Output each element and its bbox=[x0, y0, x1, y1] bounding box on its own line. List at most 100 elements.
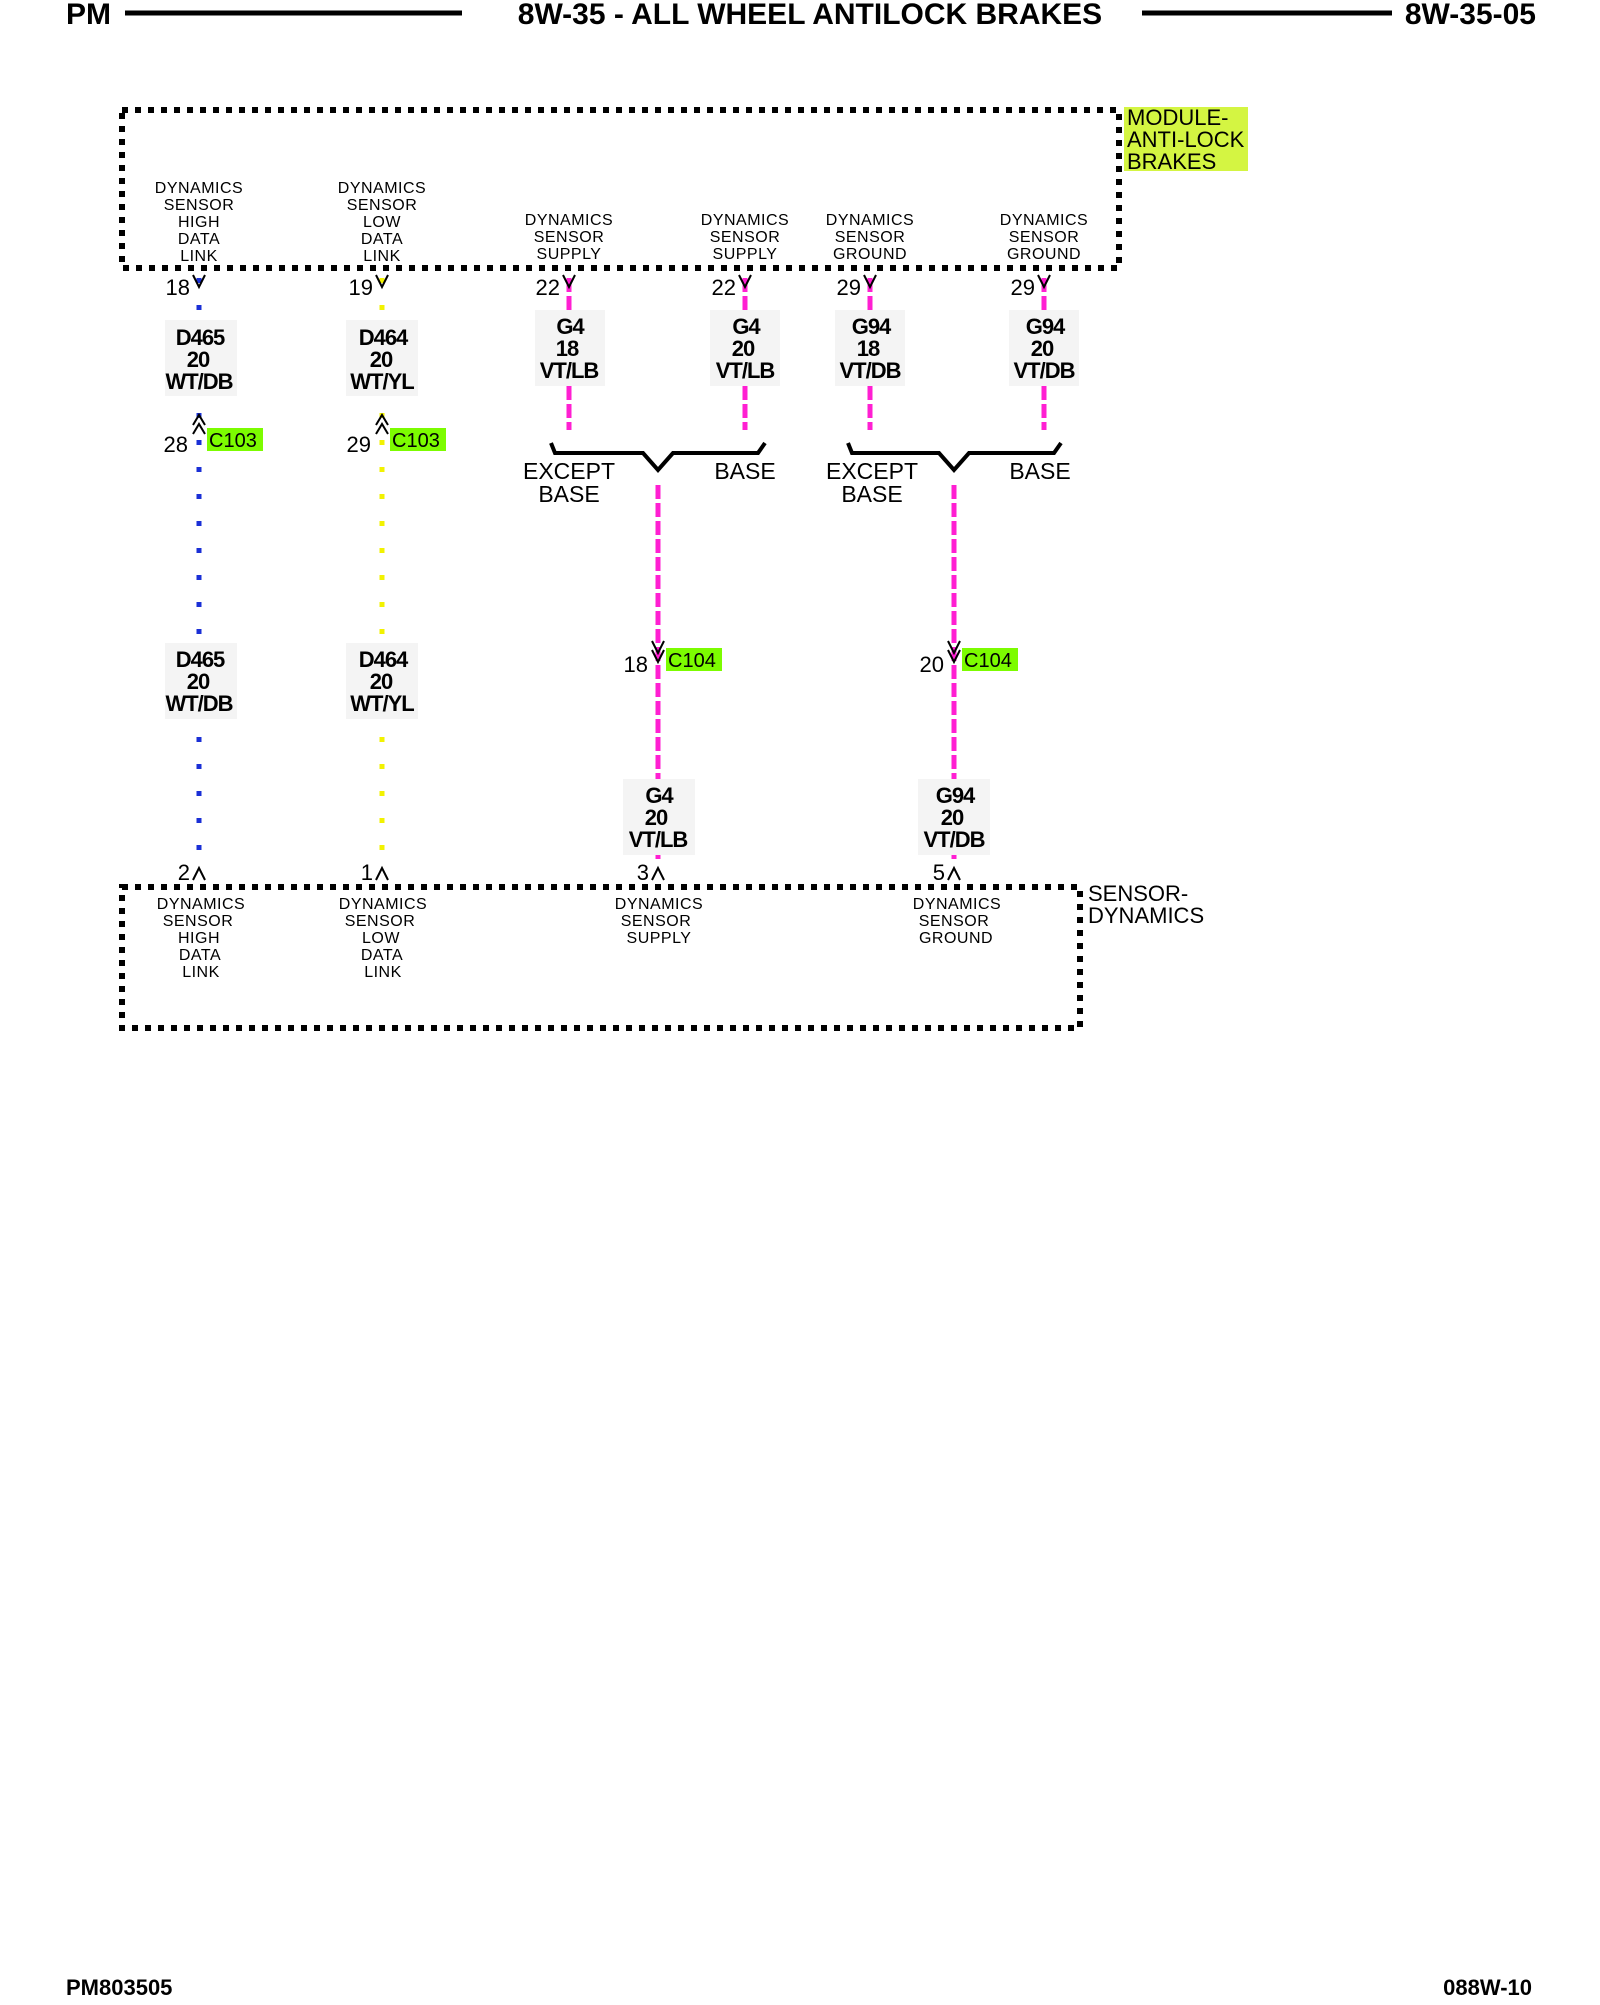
wire-gauge: 20 bbox=[941, 805, 964, 830]
connector-name: C104 bbox=[964, 650, 1012, 672]
wire-color: WT/DB bbox=[165, 369, 232, 394]
pin-label-line: SUPPLY bbox=[627, 930, 692, 947]
wire-label-bg bbox=[165, 320, 237, 396]
module-pin-29-ground-label: DYNAMICS SENSOR GROUND bbox=[826, 212, 914, 263]
wire-circuit: G94 bbox=[936, 783, 976, 808]
female-terminal-icon bbox=[192, 274, 206, 290]
wire-label-bg bbox=[535, 310, 605, 386]
wire-color: VT/DB bbox=[840, 358, 901, 383]
pin-label-line: LINK bbox=[180, 248, 218, 265]
pin-label-line: HIGH bbox=[178, 930, 220, 947]
pin-label-line: SENSOR bbox=[1009, 229, 1080, 246]
wire-label-d464-upper: D464 20 WT/YL bbox=[346, 320, 418, 396]
branch-label-base-line: BASE bbox=[538, 481, 599, 507]
pin-label-line: DYNAMICS bbox=[338, 180, 426, 197]
branch-label-base: BASE bbox=[714, 458, 775, 484]
wire-color: WT/YL bbox=[350, 369, 414, 394]
footer-page-code: 088W-10 bbox=[1443, 1975, 1532, 2000]
sensor-pin-1-label: DYNAMICS SENSOR LOW DATA LINK bbox=[339, 896, 427, 981]
module-name-line-3: BRAKES bbox=[1127, 149, 1216, 174]
connector-highlight bbox=[207, 428, 263, 451]
brace-icon bbox=[846, 441, 1063, 474]
sensor-name-line-2: DYNAMICS bbox=[1088, 903, 1204, 928]
wire-label-d465-lower: D465 20 WT/DB bbox=[165, 643, 237, 719]
wire-label-bg bbox=[346, 320, 418, 396]
pin-label-line: SENSOR bbox=[919, 913, 990, 930]
wire-gauge: 20 bbox=[645, 805, 668, 830]
pin-label-line: DYNAMICS bbox=[913, 896, 1001, 913]
connector-terminal-icon bbox=[947, 649, 961, 665]
pin-label-line: SENSOR bbox=[835, 229, 906, 246]
wire-circuit: G4 bbox=[732, 314, 761, 339]
module-pin-labels: DYNAMICS SENSOR HIGH DATA LINK DYNAMICS … bbox=[155, 180, 1088, 265]
branch-label-except: EXCEPT bbox=[826, 458, 918, 484]
header-left: PM bbox=[66, 0, 111, 31]
wire-label-bg bbox=[165, 643, 237, 719]
connector-highlight bbox=[962, 648, 1018, 671]
branch-brace-g4: EXCEPT BASE BASE bbox=[523, 441, 776, 507]
footer-figure-id: PM803505 bbox=[66, 1975, 172, 2000]
wire-gauge: 20 bbox=[370, 347, 393, 372]
wire-color: VT/LB bbox=[629, 827, 688, 852]
wire-label-bg bbox=[710, 310, 780, 386]
connector-c103-pin-29[interactable]: 29 C103 bbox=[347, 413, 446, 457]
page-footer: PM803505 088W-10 bbox=[66, 1975, 1532, 2000]
pin-label-line: SENSOR bbox=[163, 913, 234, 930]
page-title: 8W-35 - ALL WHEEL ANTILOCK BRAKES bbox=[518, 0, 1102, 31]
pin-label-line: LINK bbox=[182, 964, 220, 981]
wire-label-g94-18: G94 18 VT/DB bbox=[835, 310, 905, 386]
module-pin-number: 22 bbox=[536, 275, 560, 300]
wire-color: VT/DB bbox=[1014, 358, 1075, 383]
wire-circuit: D465 bbox=[176, 325, 225, 350]
wire-circuit: D465 bbox=[176, 647, 225, 672]
wire-color: VT/LB bbox=[540, 358, 599, 383]
female-terminal-icon bbox=[375, 274, 389, 290]
module-pin-number: 19 bbox=[349, 275, 373, 300]
wires bbox=[196, 278, 1047, 860]
pin-label-line: SUPPLY bbox=[537, 246, 602, 263]
module-pin-29-ground-base-label: DYNAMICS SENSOR GROUND bbox=[1000, 212, 1088, 263]
wire-label-bg bbox=[835, 310, 905, 386]
connector-name: C103 bbox=[209, 430, 257, 452]
connector-pin-number: 18 bbox=[624, 652, 648, 677]
wire-color: VT/LB bbox=[716, 358, 775, 383]
page-header: PM 8W-35 - ALL WHEEL ANTILOCK BRAKES 8W-… bbox=[66, 0, 1536, 31]
wire-gauge: 20 bbox=[187, 669, 210, 694]
module-pin-number: 18 bbox=[166, 275, 190, 300]
pin-label-line: DATA bbox=[361, 231, 403, 248]
pin-label-line: DYNAMICS bbox=[157, 896, 245, 913]
male-terminal-icon bbox=[192, 865, 206, 881]
branch-brace-g94: EXCEPT BASE BASE bbox=[826, 441, 1071, 507]
male-terminal-icon bbox=[651, 865, 665, 881]
sensor-dynamics-box[interactable] bbox=[119, 884, 1083, 1031]
module-pin-18-label: DYNAMICS SENSOR HIGH DATA LINK bbox=[155, 180, 243, 265]
wire-label-g4-lower: G4 20 VT/LB bbox=[623, 779, 695, 855]
connector-pin-number: 28 bbox=[164, 432, 188, 457]
module-anti-lock-brakes-box[interactable] bbox=[119, 107, 1122, 271]
pin-label-line: DYNAMICS bbox=[155, 180, 243, 197]
pin-label-line: GROUND bbox=[1007, 246, 1081, 263]
pin-label-line: LINK bbox=[364, 964, 402, 981]
pin-label-line: SENSOR bbox=[534, 229, 605, 246]
connector-c104-pin-18[interactable]: 18 C104 bbox=[624, 640, 722, 677]
wire-circuit: D464 bbox=[359, 325, 409, 350]
connector-c103-pin-28[interactable]: 28 C103 bbox=[164, 413, 263, 457]
wire-label-g4-20: G4 20 VT/LB bbox=[710, 310, 780, 386]
connector-terminal-icon bbox=[651, 649, 665, 665]
brace-icon bbox=[549, 441, 767, 474]
sensor-name-label: SENSOR- DYNAMICS bbox=[1088, 881, 1204, 928]
module-pin-19-label: DYNAMICS SENSOR LOW DATA LINK bbox=[338, 180, 426, 265]
connector-name: C103 bbox=[392, 430, 440, 452]
connector-highlight bbox=[666, 648, 722, 671]
sensor-pin-number: 3 bbox=[637, 860, 649, 885]
wire-color: WT/DB bbox=[165, 691, 232, 716]
pin-label-line: SENSOR bbox=[347, 197, 418, 214]
module-pin-22-supply-label: DYNAMICS SENSOR SUPPLY bbox=[525, 212, 613, 263]
pin-label-line: GROUND bbox=[833, 246, 907, 263]
wire-gauge: 18 bbox=[857, 336, 880, 361]
connector-c104-pin-20[interactable]: 20 C104 bbox=[920, 640, 1018, 677]
sensor-name-line-1: SENSOR- bbox=[1088, 881, 1188, 906]
wire-circuit: D464 bbox=[359, 647, 409, 672]
